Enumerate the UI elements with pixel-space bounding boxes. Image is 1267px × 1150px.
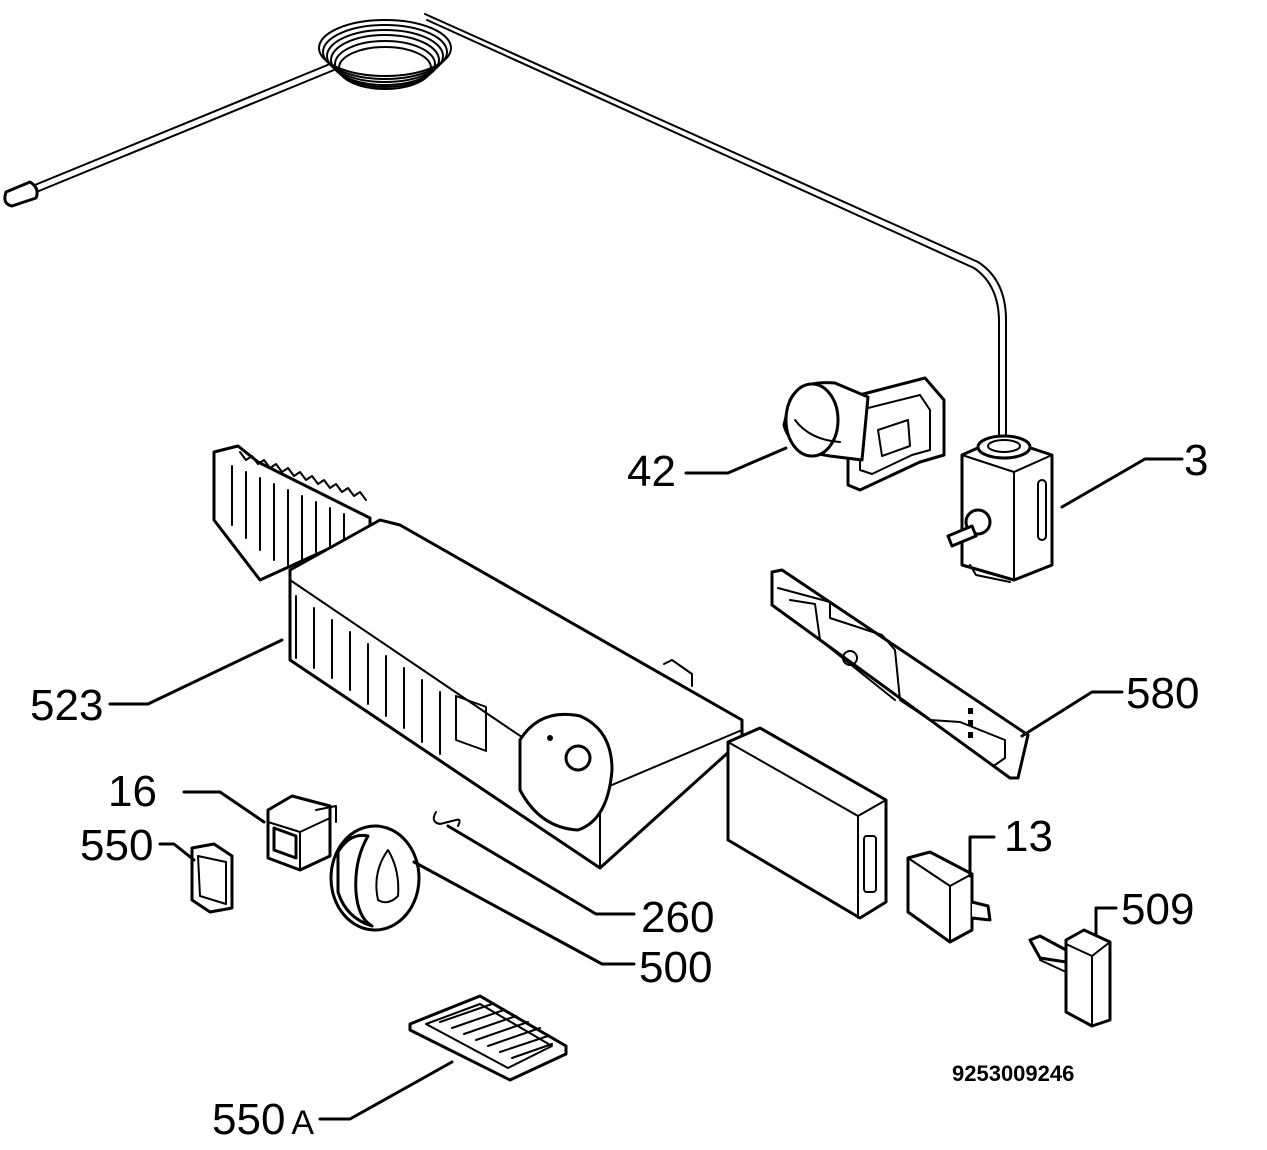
door-switch-509	[1028, 928, 1112, 1028]
leader-523	[108, 638, 284, 706]
grille-550A	[408, 994, 568, 1082]
lamp-cover	[726, 726, 888, 920]
leader-16	[182, 790, 266, 824]
leader-509	[1094, 906, 1118, 936]
callout-13: 13	[1004, 812, 1053, 861]
lamp-holder-42	[782, 376, 946, 492]
callout-523: 523	[30, 681, 103, 730]
leader-260	[446, 824, 636, 916]
callout-42: 42	[627, 447, 676, 496]
leader-lines	[108, 446, 1184, 1121]
switch-block-13	[906, 850, 992, 944]
thermostat-3	[946, 434, 1054, 583]
leader-580	[1020, 690, 1124, 738]
callout-509: 509	[1121, 885, 1194, 934]
leader-550A	[318, 1060, 454, 1121]
clip-260	[432, 811, 461, 827]
thermostat-shaft	[946, 508, 992, 548]
callout-580: 580	[1126, 669, 1199, 718]
control-housing-523	[212, 444, 744, 870]
document-number: 9253009246	[952, 1061, 1074, 1086]
callout-550: 550	[80, 821, 153, 870]
control-knob-500	[329, 824, 421, 932]
leader-13	[968, 835, 996, 878]
cover-plate-580	[770, 568, 1030, 780]
leader-550	[158, 842, 196, 862]
callout-3: 3	[1184, 436, 1208, 485]
callout-260: 260	[641, 893, 714, 942]
leader-42	[684, 446, 788, 475]
indicator-lens-550	[190, 842, 234, 914]
callout-500: 500	[639, 943, 712, 992]
leader-500	[412, 860, 636, 966]
capillary-coil	[318, 19, 452, 90]
callout-16: 16	[108, 767, 157, 816]
rocker-switch-16	[266, 794, 337, 872]
thermostat-capillary-tube	[3, 13, 1007, 441]
leader-3	[1060, 457, 1184, 509]
